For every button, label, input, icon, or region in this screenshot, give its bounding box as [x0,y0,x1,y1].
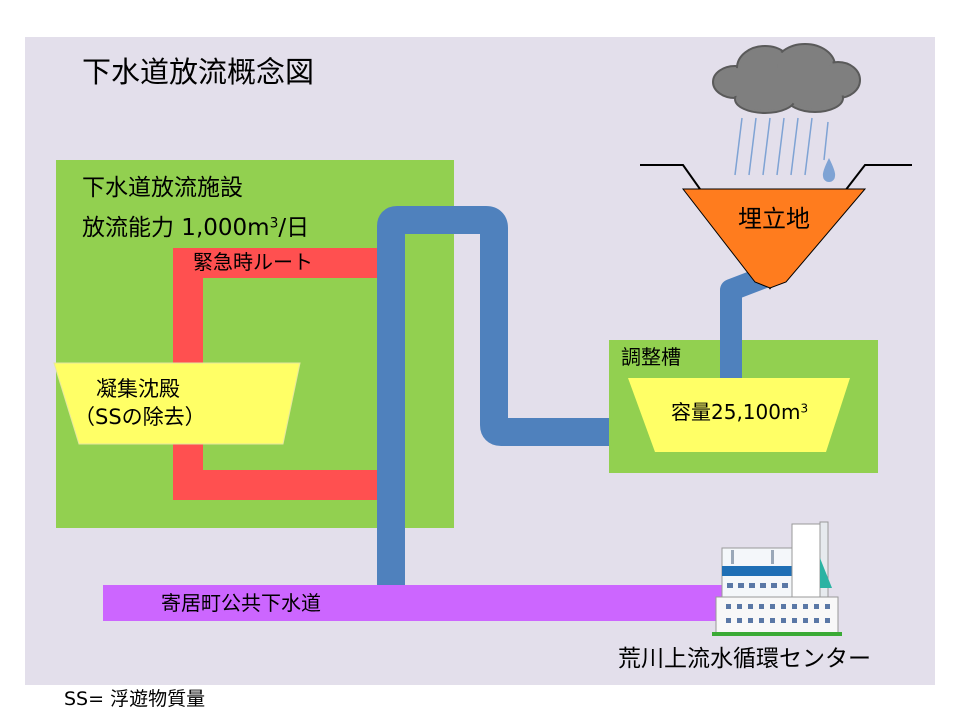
adjustment-tank-capacity: 容量25,100m3 [671,402,808,422]
treatment-center-building-icon [712,521,842,636]
emergency-route-label: 緊急時ルート [193,250,313,274]
landfill-label: 埋立地 [738,205,810,233]
sewer-line-label: 寄居町公共下水道 [161,591,321,615]
facility-capacity-suffix: /日 [278,215,310,241]
treatment-center-label: 荒川上流水循環センター [618,646,871,672]
facility-capacity-prefix: 放流能力 1,000m [82,215,270,241]
landfill-basin [681,188,867,289]
adjustment-capacity-prefix: 容量25,100m [671,400,801,424]
adjustment-tank-name: 調整槽 [621,345,681,369]
sewer-pipe [103,585,743,621]
rain-lines [734,117,829,176]
coagulation-label-line1: 凝集沈殿 [96,377,180,401]
main-water-pipe [377,206,609,585]
coagulation-tank [53,362,301,445]
footnote: SS= 浮遊物質量 [64,688,206,710]
facility-capacity-sup: 3 [269,215,279,232]
raindrop-icon [822,158,836,182]
adjustment-tank-basin [628,378,850,452]
facility-capacity: 放流能力 1,000m3/日 [82,217,309,240]
rain-cloud-icon [712,43,861,114]
adjustment-capacity-sup: 3 [800,401,809,416]
facility-name: 下水道放流施設 [82,175,243,201]
diagram-title: 下水道放流概念図 [82,55,315,89]
coagulation-label-line2: （SSの除去） [74,405,206,429]
